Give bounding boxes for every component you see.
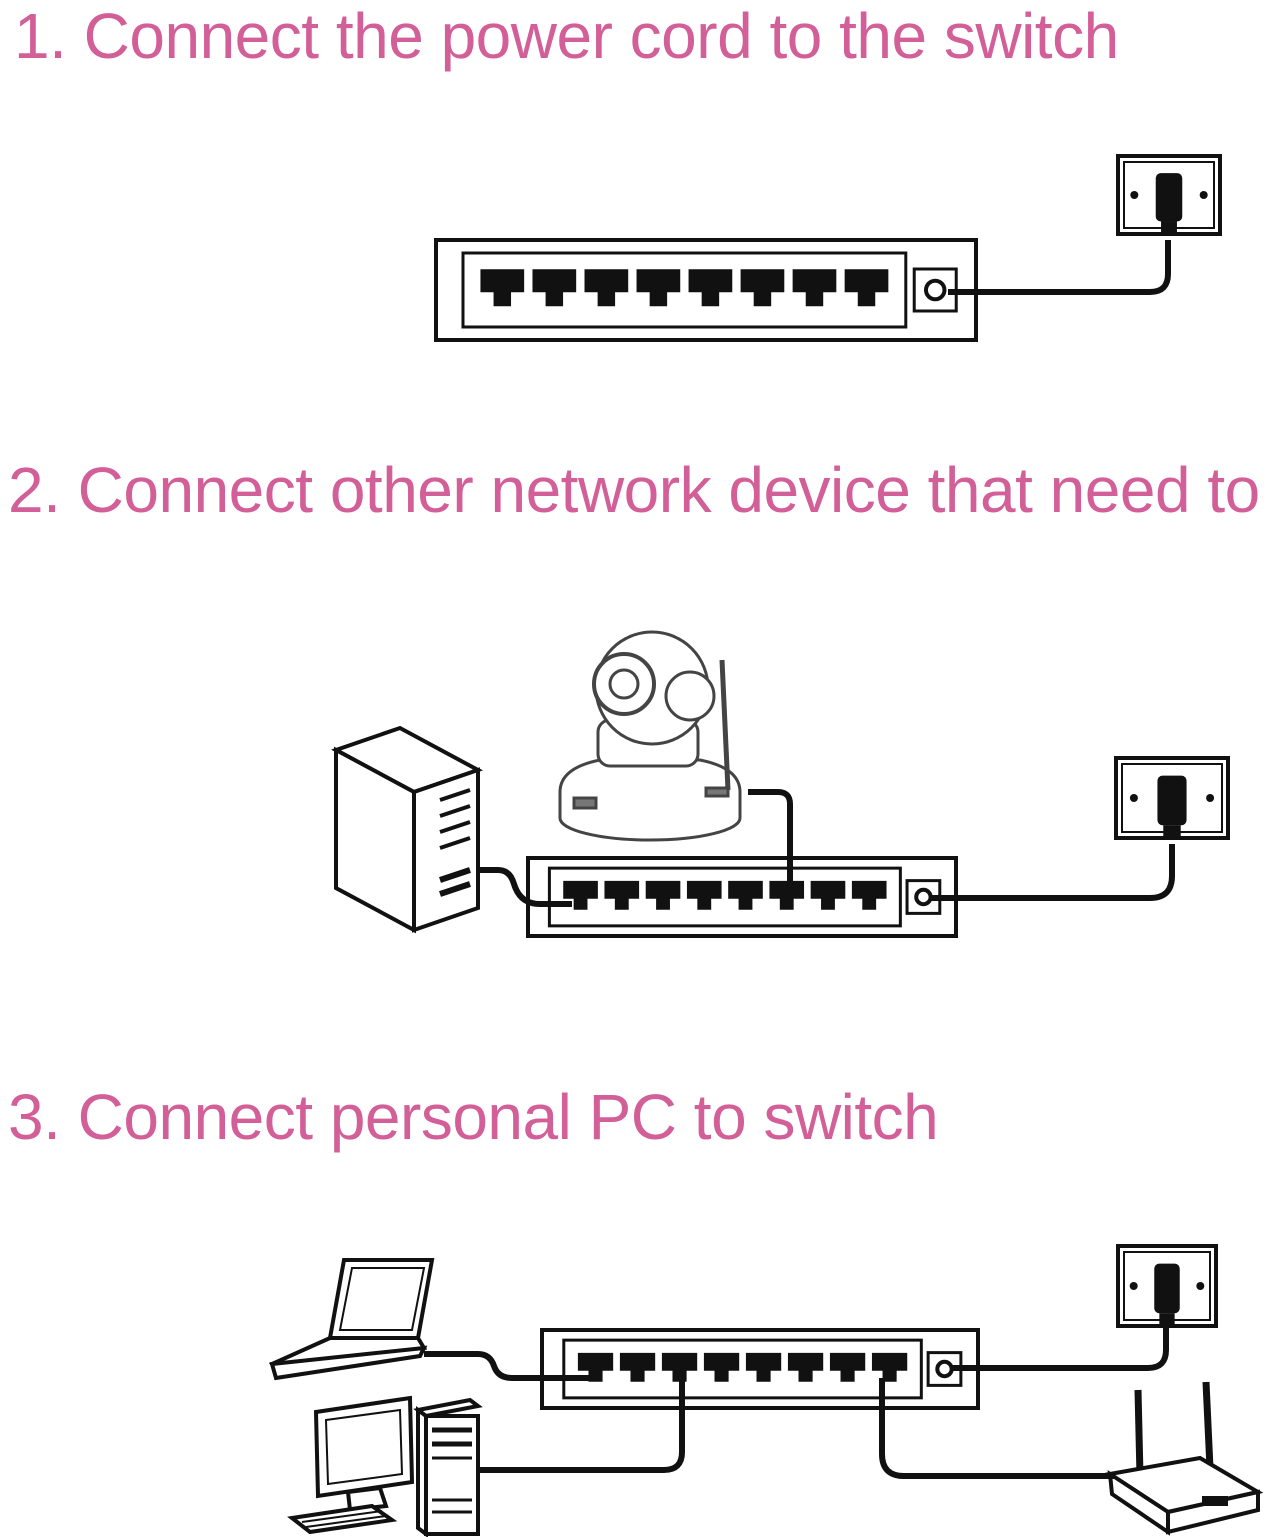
rj45-port-icon xyxy=(577,1352,614,1382)
ip-camera-icon xyxy=(558,630,742,842)
rj45-port-icon xyxy=(787,1352,824,1382)
rj45-port-icon xyxy=(792,269,837,307)
rj45-port-icon xyxy=(604,880,640,910)
step-3-heading: 3. Connect personal PC to switch xyxy=(8,1081,939,1153)
outlet-screw xyxy=(1130,191,1139,199)
rj45-port-icon xyxy=(703,1352,740,1382)
rj45-port-icon xyxy=(745,1352,782,1382)
desktop-tower-icon xyxy=(331,725,483,934)
outlet-screw xyxy=(1206,794,1215,802)
rj45-port-icon xyxy=(686,880,722,910)
rj45-port-icon xyxy=(728,880,763,910)
power-cable xyxy=(948,240,1171,295)
rj45-port-icon xyxy=(619,1352,656,1382)
rj45-port-icon xyxy=(844,269,889,307)
power-jack-hole xyxy=(935,1359,954,1379)
rj45-port-icon xyxy=(645,880,681,910)
step-3-illustration xyxy=(269,1244,1264,1537)
rj45-port-icon xyxy=(636,269,681,307)
rj45-port-icon xyxy=(871,1352,908,1382)
pc-to-switch-cable xyxy=(478,1378,685,1473)
rj45-port-icon xyxy=(661,1352,698,1382)
adapter-plug xyxy=(1163,825,1181,840)
power-cable xyxy=(950,1320,1169,1371)
rj45-port-icon xyxy=(740,269,785,307)
network-switch-icon xyxy=(526,856,958,938)
rj45-port-icon xyxy=(480,269,525,307)
step-2-illustration xyxy=(331,630,1230,938)
step-2-heading: 2. Connect other network device that nee… xyxy=(8,454,1260,526)
power-jack-hole xyxy=(923,278,947,302)
power-adapter-icon xyxy=(1154,1263,1180,1314)
desktop-tower-icon xyxy=(413,1397,483,1537)
rj45-port-icon xyxy=(769,880,805,910)
power-adapter-icon xyxy=(1157,775,1187,826)
switch-panel xyxy=(562,1338,923,1400)
rj45-port-icon xyxy=(532,269,577,307)
step-1-heading: 1. Connect the power cord to the switch xyxy=(14,0,1119,72)
power-adapter-icon xyxy=(1155,173,1183,222)
network-switch-icon xyxy=(540,1328,980,1410)
network-switch-icon xyxy=(434,238,978,342)
step-1-illustration xyxy=(434,154,1222,342)
laptop-to-switch-cable xyxy=(424,1351,590,1381)
camera-to-switch-cable xyxy=(748,789,793,906)
outlet-screw xyxy=(1129,1282,1138,1290)
rj45-port-icon xyxy=(563,880,598,910)
router-to-switch-cable xyxy=(879,1378,1114,1479)
switch-panel xyxy=(461,251,908,329)
outlet-screw xyxy=(1196,1282,1205,1290)
power-outlet-icon xyxy=(1116,1244,1218,1328)
rj45-port-icon xyxy=(810,880,846,910)
power-outlet-icon xyxy=(1114,756,1230,840)
outlet-screw xyxy=(1129,794,1138,802)
rj45-port-icon xyxy=(584,269,629,307)
monitor-icon xyxy=(287,1395,415,1535)
outlet-screw xyxy=(1199,191,1208,199)
wifi-router-icon xyxy=(1104,1381,1264,1536)
power-cable xyxy=(930,844,1175,901)
rj45-port-icon xyxy=(851,880,887,910)
rj45-port-icon xyxy=(688,269,733,307)
laptop-icon xyxy=(269,1258,435,1381)
power-jack-hole xyxy=(914,887,933,907)
switch-panel xyxy=(547,866,902,928)
tower-to-switch-cable xyxy=(478,867,572,907)
rj45-port-icon xyxy=(829,1352,866,1382)
adapter-plug xyxy=(1161,221,1177,236)
power-outlet-icon xyxy=(1116,154,1222,236)
